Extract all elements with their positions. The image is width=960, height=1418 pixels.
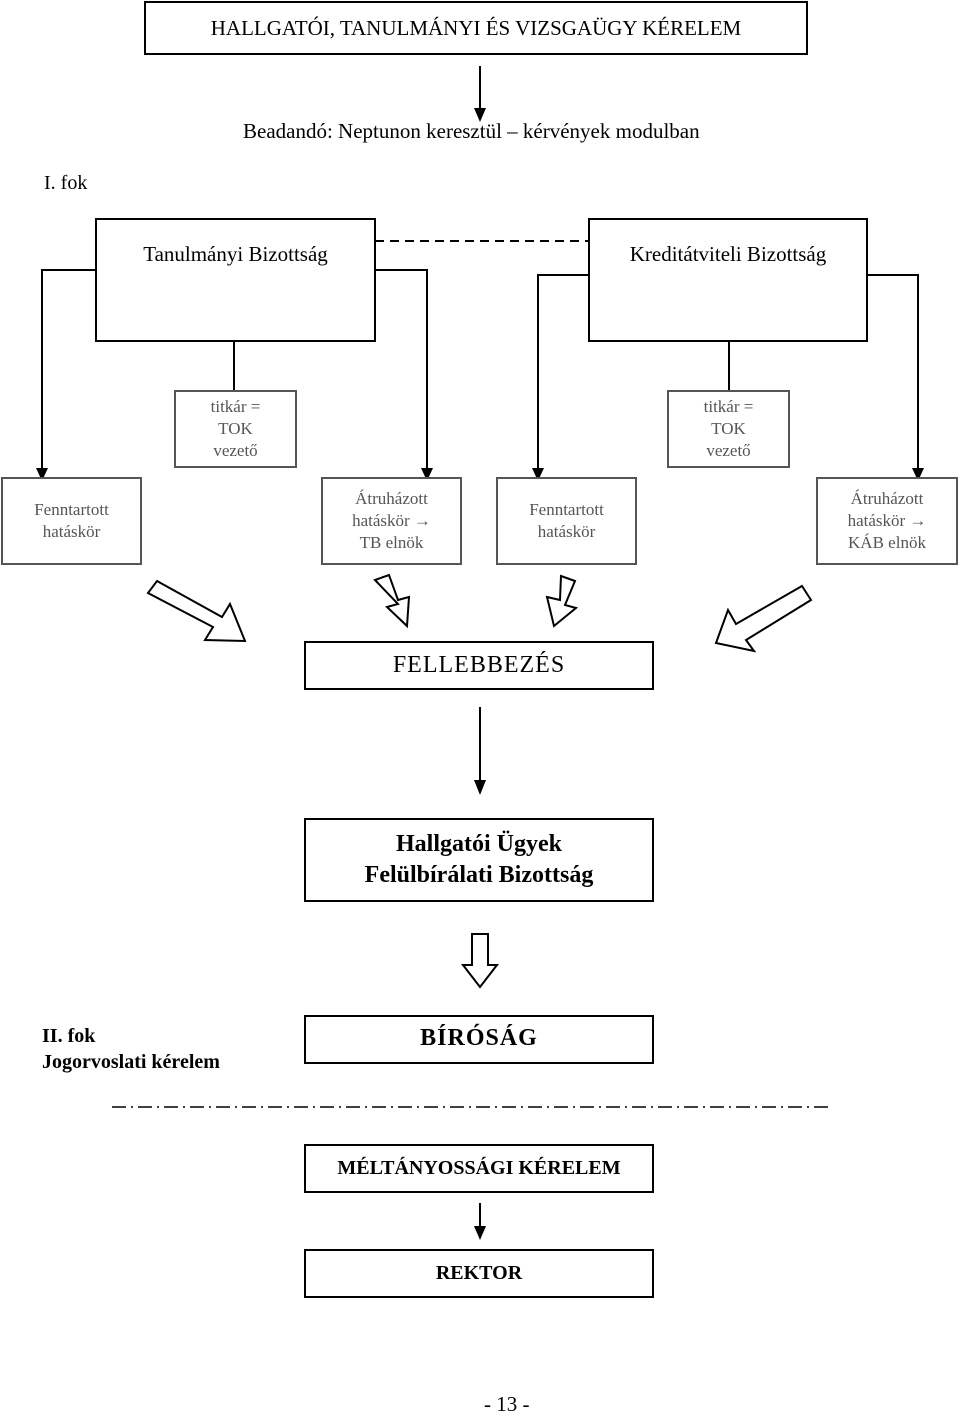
kab-reserved-line1: Fenntartott [529, 500, 604, 519]
kab-delegated-line3: KÁB elnök [848, 533, 926, 552]
tb-delegated-authority-box: Átruházott hatáskör → TB elnök [321, 477, 462, 565]
kab-secretary-line2: TOK [711, 419, 746, 438]
hollow-arrow-4 [714, 584, 813, 653]
tb-reserved-line1: Fenntartott [34, 500, 109, 519]
tb-secretary-box: titkár = TOK vezető [174, 390, 297, 468]
equity-label: MÉLTÁNYOSSÁGI KÉRELEM [337, 1157, 621, 1179]
arrowhead-kab-right [912, 468, 924, 481]
kab-reserved-authority-box: Fenntartott hatáskör [496, 477, 637, 565]
arrowhead-equity [474, 1226, 486, 1240]
kab-committee-label: Kreditátviteli Bizottság [629, 242, 827, 266]
tb-delegated-line2: hatáskör → [352, 511, 431, 530]
kab-left-connector [537, 274, 588, 468]
kab-committee-box: Kreditátviteli Bizottság [588, 218, 868, 342]
arrowhead-tb-left [36, 468, 48, 481]
level2-line2: Jogorvoslati kérelem [42, 1051, 220, 1073]
page-number: - 13 - [484, 1392, 530, 1416]
review-board-line1: Hallgatói Ügyek [396, 831, 562, 857]
title-box: HALLGATÓI, TANULMÁNYI ÉS VIZSGAÜGY KÉREL… [144, 1, 808, 55]
court-label: BÍRÓSÁG [420, 1025, 538, 1051]
review-board-box: Hallgatói Ügyek Felülbírálati Bizottság [304, 818, 654, 902]
tb-reserved-line2: hatáskör [42, 522, 101, 541]
tb-right-connector [375, 269, 428, 468]
level2-line1: II. fok [42, 1025, 96, 1047]
rector-box: REKTOR [304, 1249, 654, 1298]
kab-reserved-line2: hatáskör [537, 522, 596, 541]
submission-text: Beadandó: Neptunon keresztül – kérvények… [243, 119, 700, 143]
kab-right-connector [867, 274, 919, 468]
tb-secretary-line2: TOK [218, 419, 253, 438]
hollow-arrow-1 [146, 579, 247, 643]
appeal-label: FELLEBBEZÉS [392, 652, 566, 678]
tb-left-connector [41, 269, 96, 468]
hollow-arrow-court [460, 933, 500, 989]
arrowhead-tb-right [421, 468, 433, 481]
kab-delegated-line2: hatáskör → [847, 511, 927, 530]
hollow-arrow-3 [545, 574, 579, 628]
kab-delegated-authority-box: Átruházott hatáskör → KÁB elnök [816, 477, 958, 565]
appeal-box: FELLEBBEZÉS [304, 641, 654, 690]
kab-secretary-line3: vezető [706, 441, 751, 460]
tb-delegated-line3: TB elnök [359, 533, 424, 552]
kab-secretary-line1: titkár = [703, 397, 754, 416]
review-board-line2: Felülbírálati Bizottság [364, 862, 594, 888]
rector-label: REKTOR [435, 1262, 523, 1284]
tb-committee-label: Tanulmányi Bizottság [143, 242, 328, 266]
tb-committee-box: Tanulmányi Bizottság [95, 218, 376, 342]
hollow-arrow-2 [373, 573, 411, 629]
court-box: BÍRÓSÁG [304, 1015, 654, 1064]
tb-secretary-line1: titkár = [210, 397, 261, 416]
tb-reserved-authority-box: Fenntartott hatáskör [1, 477, 142, 565]
tb-delegated-line1: Átruházott [355, 489, 428, 508]
level2-label: II. fok Jogorvoslati kérelem [42, 1023, 220, 1075]
kab-delegated-line1: Átruházott [850, 489, 924, 508]
arrowhead-title [474, 108, 486, 122]
equity-box: MÉLTÁNYOSSÁGI KÉRELEM [304, 1144, 654, 1193]
title-text: HALLGATÓI, TANULMÁNYI ÉS VIZSGAÜGY KÉREL… [210, 15, 742, 40]
kab-secretary-box: titkár = TOK vezető [667, 390, 790, 468]
arrowhead-kab-left [532, 468, 544, 481]
tb-secretary-line3: vezető [213, 441, 258, 460]
level1-label: I. fok [44, 172, 88, 194]
arrowhead-appeal [474, 780, 486, 795]
